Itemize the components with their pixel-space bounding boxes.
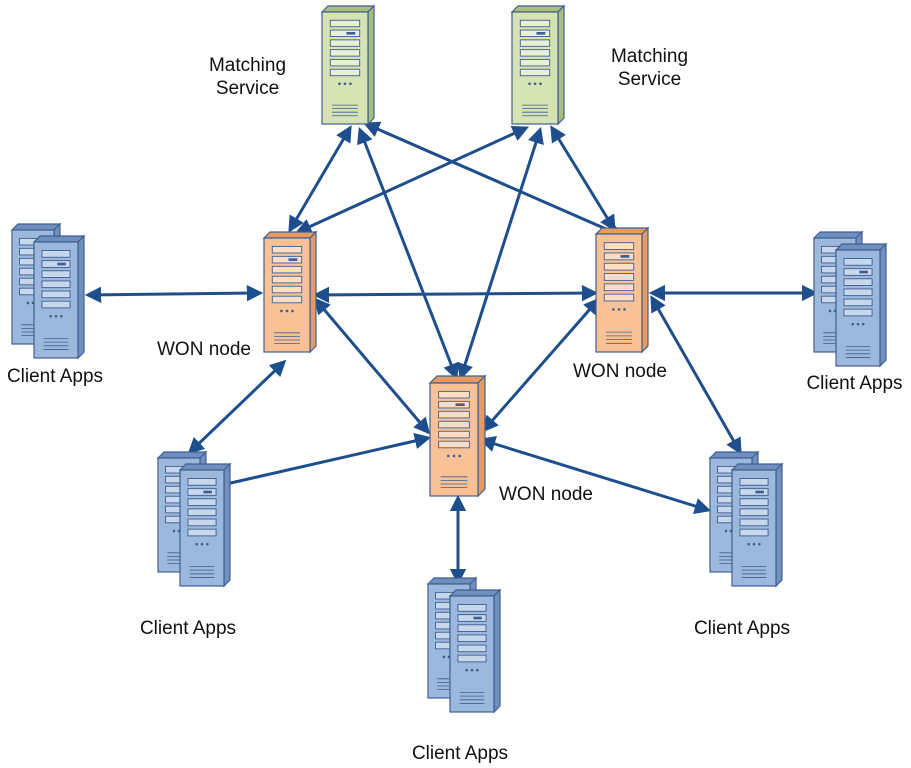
client-apps-right-label: Client Apps [806,373,903,394]
won-node-center-server-icon [428,374,487,498]
won-node-left-server-icon [262,230,318,354]
client-apps-right-server-group-front-server-icon [834,242,888,368]
edge-client-left-won-left [84,284,264,304]
client-apps-bottom-center-label: Client Apps [411,743,509,764]
matching-left-label: Matching Service [208,55,287,99]
client-apps-bottom-center-server-group [426,576,502,714]
won-node-center-label: WON node [499,484,593,505]
client-apps-left-server-group-front-server-icon [32,234,86,360]
client-apps-bottom-right-server-group [708,450,784,588]
edge-won-left-client-bottom-left [187,359,287,455]
matching-service-right-server-icon [510,4,566,126]
client-apps-bottom-left-server-group [156,450,232,588]
edge-matching-right-won-center [457,126,544,381]
connections [84,121,819,586]
won-node-right-label: WON node [573,361,667,382]
client-apps-bottom-left-label: Client Apps [139,618,237,639]
client-apps-left-label: Client Apps [6,366,104,387]
won-node-left-label: WON node [157,339,251,360]
client-apps-left-server-group [10,222,86,360]
edge-won-left-won-right [312,284,599,304]
edge-matching-right-won-right [550,125,616,232]
edge-matching-left-won-left [288,125,352,233]
edge-won-right-client-bottom-right [650,295,742,455]
matching-service-left-server-icon [320,4,376,126]
edge-won-right-won-center [481,297,601,433]
won-node-right-server-icon [594,226,650,354]
client-apps-bottom-left-server-group-front-server-icon [178,462,232,588]
edge-won-center-client-bottom-left [196,432,432,496]
client-apps-bottom-right-server-group-front-server-icon [730,462,784,588]
client-apps-right-server-group [812,230,888,368]
client-apps-bottom-right-label: Client Apps [693,618,791,639]
client-apps-bottom-center-server-group-front-server-icon [448,588,502,714]
edge-won-center-client-bottom-right [478,436,712,514]
edge-won-left-won-center [313,297,431,435]
matching-right-label: Matching Service [610,46,689,90]
